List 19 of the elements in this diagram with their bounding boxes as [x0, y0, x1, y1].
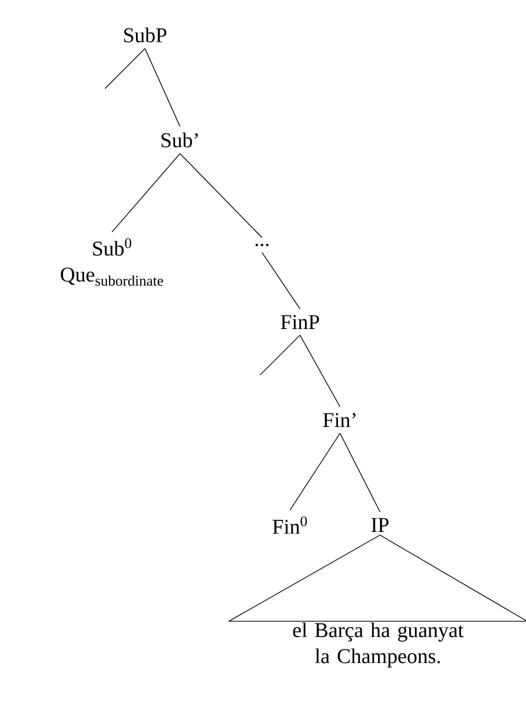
tree-label: FinP: [280, 315, 319, 329]
branch-line: [300, 334, 340, 408]
branch-line: [340, 432, 380, 512]
tree-label: IP: [371, 518, 388, 532]
branch-line: [180, 153, 262, 238]
tree-label: Sub$^{0}$ $\text{Que}_{\text{subordinate}}$: [60, 238, 164, 286]
tree-label: Fin$^{0}$: [272, 516, 307, 534]
tree-label: ...: [256, 244, 268, 246]
sentence-text: el Barça ha guanyat la Champeons.: [293, 622, 464, 668]
tree-label: Fin’: [323, 413, 356, 427]
branch-line: [144, 48, 180, 127]
branch-line: [260, 334, 300, 376]
branch-line: [104, 48, 146, 89]
tree-label: SubP: [124, 28, 166, 42]
branch-line: [290, 432, 340, 511]
branch-line: [112, 153, 180, 232]
branch-line: [262, 252, 300, 310]
tree-label: Sub’: [162, 132, 198, 148]
triangle-lines: [228, 534, 526, 622]
